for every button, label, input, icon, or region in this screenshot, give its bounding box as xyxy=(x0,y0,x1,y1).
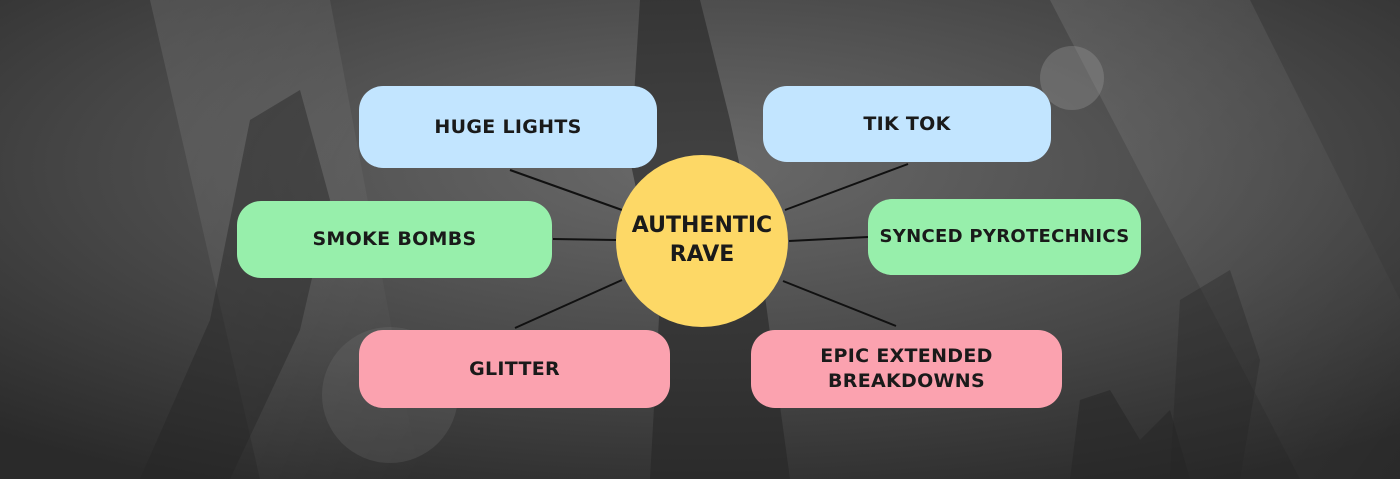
node-label: TIK TOK xyxy=(863,112,951,135)
hand-silhouette xyxy=(1170,270,1260,479)
node-glitter: GLITTER xyxy=(359,330,670,408)
hand-silhouette xyxy=(140,90,330,479)
connector-line xyxy=(782,280,897,327)
node-huge-lights: HUGE LIGHTS xyxy=(359,86,657,168)
node-label: EPIC EXTENDED BREAKDOWNS xyxy=(820,345,993,392)
connector-line xyxy=(788,236,869,242)
node-label: GLITTER xyxy=(469,357,560,380)
node-label: SYNCED PYROTECHNICS xyxy=(879,226,1130,248)
center-label: AUTHENTIC RAVE xyxy=(631,213,773,267)
node-synced-pyrotechnics: SYNCED PYROTECHNICS xyxy=(868,199,1141,275)
connector-line xyxy=(552,238,617,241)
bokeh-circle xyxy=(1040,46,1104,110)
hand-silhouette xyxy=(1070,390,1190,479)
node-epic-extended-breakdowns: EPIC EXTENDED BREAKDOWNS xyxy=(751,330,1062,408)
node-label: SMOKE BOMBS xyxy=(312,228,477,251)
connector-line xyxy=(514,279,623,329)
node-tik-tok: TIK TOK xyxy=(763,86,1051,162)
connector-line xyxy=(509,169,623,211)
node-label: HUGE LIGHTS xyxy=(434,115,582,138)
node-smoke-bombs: SMOKE BOMBS xyxy=(237,201,552,278)
center-node-authentic-rave: AUTHENTIC RAVE xyxy=(616,155,788,327)
connector-line xyxy=(784,163,909,211)
